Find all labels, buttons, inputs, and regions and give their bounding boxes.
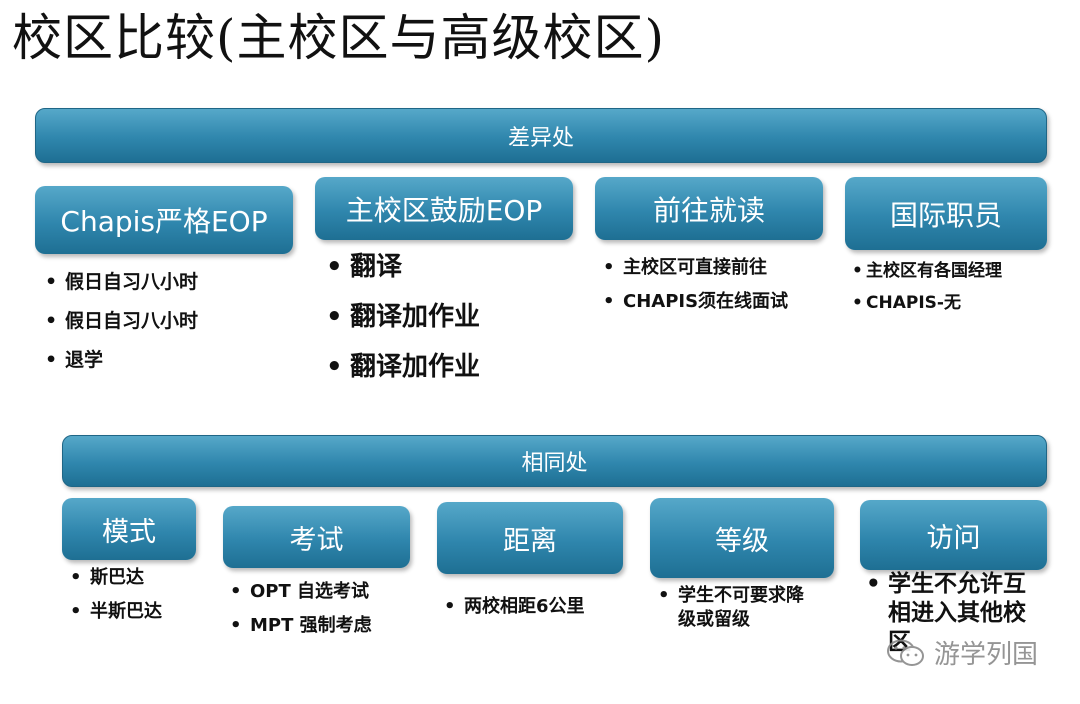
list-item: 假日自习八小时	[45, 309, 285, 333]
diff-box-enrollment: 前往就读	[595, 177, 823, 240]
list-item: 学生不允许互相进入其他校区	[866, 570, 1026, 657]
list-item: 两校相距6公里	[444, 595, 634, 619]
diff-box-chapis-eop: Chapis严格EOP	[35, 186, 293, 254]
differences-header: 差异处	[35, 108, 1047, 163]
diff-list-main-eop: 翻译 翻译加作业 翻译加作业	[326, 250, 576, 400]
list-item: OPT 自选考试	[230, 580, 420, 604]
same-box-mode: 模式	[62, 498, 196, 560]
list-item: MPT 强制考虑	[230, 614, 420, 638]
list-item: 退学	[45, 348, 285, 372]
list-item: CHAPIS-无	[852, 292, 1052, 315]
same-box-distance: 距离	[437, 502, 623, 574]
same-list-distance: 两校相距6公里	[444, 595, 634, 629]
same-list-visit: 学生不允许互相进入其他校区	[866, 570, 1026, 657]
same-list-mode: 斯巴达 半斯巴达	[70, 566, 162, 634]
same-box-visit: 访问	[860, 500, 1047, 570]
diff-list-enrollment: 主校区可直接前往 CHAPIS须在线面试	[603, 256, 801, 324]
same-box-level: 等级	[650, 498, 834, 578]
list-item: 翻译加作业	[326, 300, 576, 334]
list-item: 翻译加作业	[326, 350, 576, 384]
list-item: 半斯巴达	[70, 600, 162, 624]
diff-list-chapis-eop: 假日自习八小时 假日自习八小时 退学	[45, 270, 285, 387]
diff-box-staff: 国际职员	[845, 177, 1047, 250]
same-list-exam: OPT 自选考试 MPT 强制考虑	[230, 580, 420, 648]
list-item: 假日自习八小时	[45, 270, 285, 294]
watermark: 游学列国	[886, 634, 1038, 671]
diff-list-staff: 主校区有各国经理 CHAPIS-无	[852, 260, 1052, 324]
same-box-exam: 考试	[223, 506, 410, 568]
list-item: 学生不可要求降级或留级	[658, 584, 818, 632]
wechat-icon	[887, 639, 924, 666]
list-item: 主校区有各国经理	[852, 260, 1052, 283]
list-item: CHAPIS须在线面试	[603, 290, 801, 314]
list-item: 翻译	[326, 250, 576, 284]
list-item: 斯巴达	[70, 566, 162, 590]
page-title: 校区比较(主校区与高级校区)	[12, 9, 666, 67]
diff-box-main-eop: 主校区鼓励EOP	[315, 177, 573, 240]
same-list-level: 学生不可要求降级或留级	[658, 584, 818, 642]
similarities-header: 相同处	[62, 435, 1047, 487]
watermark-text: 游学列国	[934, 640, 1039, 670]
list-item: 主校区可直接前往	[603, 256, 801, 280]
